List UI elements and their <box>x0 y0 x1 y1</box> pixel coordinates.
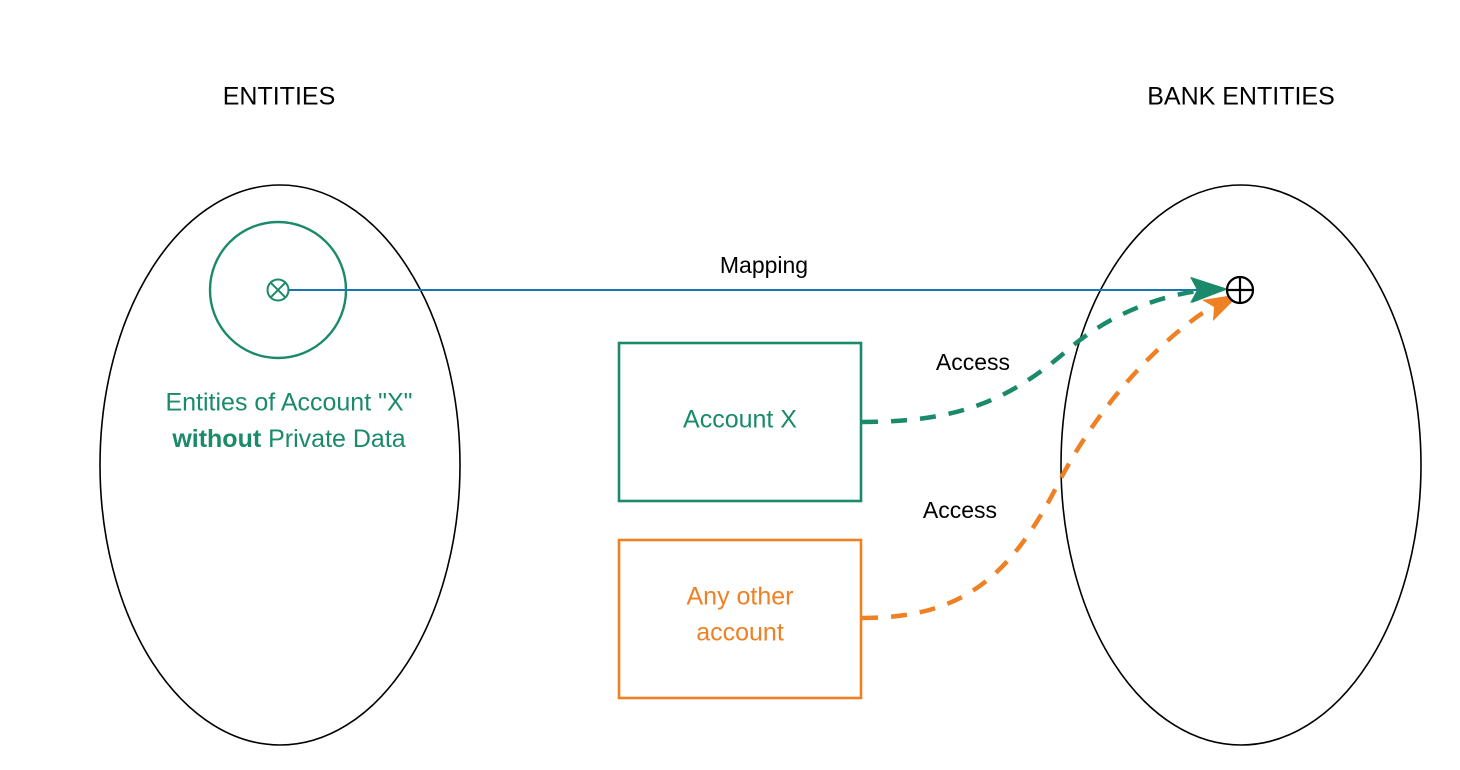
any-other-account-box-label-line2: account <box>696 619 784 647</box>
access-edge-teal-line[interactable] <box>861 288 1199 425</box>
left-group-header: ENTITIES <box>223 83 336 111</box>
account-x-box-label: Account X <box>683 406 797 434</box>
entities-caption-bold: without <box>171 425 262 453</box>
entities-caption-line1: Entities of Account "X" <box>165 389 412 417</box>
any-other-account-box-label-line1: Any other <box>686 583 793 611</box>
access-edge-orange-line[interactable] <box>861 304 1216 621</box>
entities-caption-rest: Private Data <box>261 425 406 453</box>
circle-plus-icon[interactable] <box>1225 275 1255 305</box>
right-group-header: BANK ENTITIES <box>1147 83 1335 111</box>
access-edge-teal-arrowhead <box>1191 277 1228 303</box>
access-edge-teal-label: Access <box>936 349 1010 375</box>
account-x-box[interactable] <box>617 341 863 503</box>
bank-entities-ellipse[interactable] <box>1060 184 1422 746</box>
mapping-edge-label: Mapping <box>720 252 808 278</box>
access-edge-orange-arrowhead <box>1202 294 1240 321</box>
circle-cross-icon[interactable] <box>266 278 290 302</box>
entities-caption-line2: without Private Data <box>171 425 405 453</box>
entities-ellipse[interactable] <box>99 184 461 746</box>
any-other-account-box[interactable] <box>617 538 863 700</box>
access-edge-orange-label: Access <box>923 497 997 523</box>
